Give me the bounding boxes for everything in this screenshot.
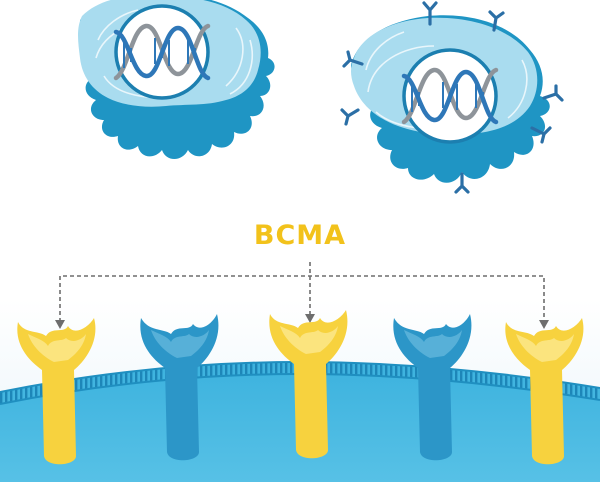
arrowhead-center (305, 314, 315, 323)
arrowheads (55, 314, 549, 329)
plasma-cell-left (78, 0, 275, 159)
bcma-receptor-2 (140, 314, 219, 461)
dna-helix-icon (113, 23, 211, 81)
bcma-label: BCMA (253, 220, 347, 251)
arrowhead-left (55, 320, 65, 329)
cell-texture (365, 31, 528, 130)
bcma-receptor-1 (17, 318, 96, 465)
antibody-icon (340, 1, 564, 194)
arrowhead-right (539, 320, 549, 329)
plasma-cell-right (340, 1, 564, 194)
bcma-receptor-3 (269, 310, 348, 459)
dna-helix-icon (401, 67, 499, 125)
bcma-receptor-5 (505, 318, 584, 465)
bcma-receptor-4 (393, 314, 472, 461)
bcma-pointer-lines (59, 262, 545, 322)
pointer-line-left (59, 275, 545, 322)
